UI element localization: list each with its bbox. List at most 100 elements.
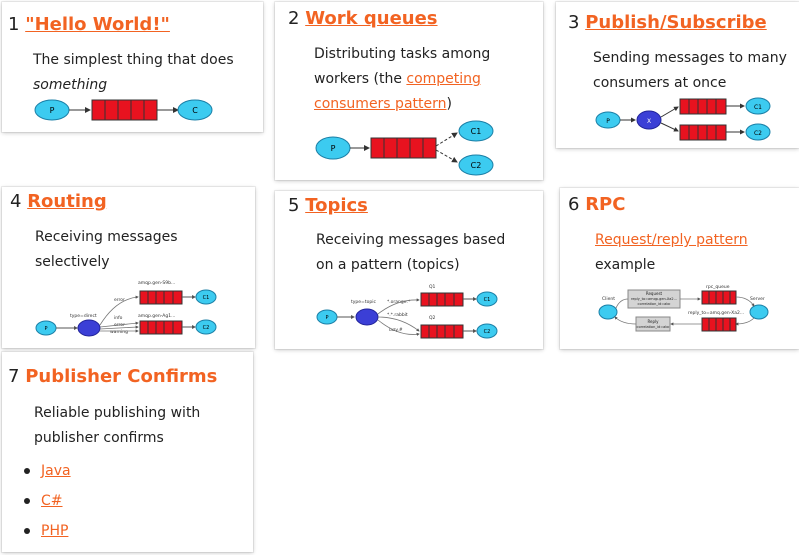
desc-line: something <box>33 77 108 93</box>
tutorial-link-hello-world[interactable]: "Hello World!" <box>25 14 170 35</box>
rpc-queue <box>701 290 737 305</box>
tutorial-link-topics[interactable]: Topics <box>305 195 368 216</box>
exchange-node <box>77 319 101 337</box>
routing-key: warning <box>110 329 128 335</box>
tutorial-description: Receiving messages based on a pattern (t… <box>316 228 538 278</box>
tutorial-card-2: 2 Work queues Distributing tasks among w… <box>275 2 543 180</box>
consumer-node-2 <box>195 319 217 335</box>
queue-name: amqp.gen-Ag1... <box>138 313 175 319</box>
producer-label: P <box>44 326 47 332</box>
desc-line: Reliable publishing with <box>34 405 201 421</box>
desc-line: Receiving messages <box>35 229 178 245</box>
tutorial-description: Reliable publishing with publisher confi… <box>34 401 244 451</box>
hello-world-diagram: P C <box>34 99 213 121</box>
card-title: 7 Publisher Confirms <box>8 366 217 388</box>
work-queues-diagram: P C1 C2 <box>315 120 494 176</box>
arrow <box>660 106 679 118</box>
request-detail: reply_to=amqp.gen-Xa2... <box>631 297 677 301</box>
consumer-label: C2 <box>471 161 482 170</box>
arrow <box>377 316 420 332</box>
competing-link[interactable]: competing <box>406 71 481 87</box>
tutorial-description: The simplest thing that does something <box>33 48 258 98</box>
rpc-diagram: Client Server rpc_queue reply_to=amq.gen… <box>598 284 769 332</box>
queue-name: Q1 <box>429 284 436 290</box>
tutorial-description: Request/reply pattern example <box>595 228 795 278</box>
tutorial-link-publish-subscribe[interactable]: Publish/Subscribe <box>585 12 767 33</box>
arrow <box>614 316 637 325</box>
tutorial-card-7: 7 Publisher Confirms Reliable publishing… <box>2 352 253 552</box>
consumer-label: C1 <box>484 297 491 303</box>
binding-key: lazy.# <box>389 327 403 333</box>
consumer-label: C2 <box>203 325 210 331</box>
arrow <box>435 132 458 147</box>
exchange-node <box>355 308 379 326</box>
card-title: 2 Work queues <box>288 8 438 30</box>
desc-line: The simplest thing that does <box>33 52 234 68</box>
list-item: C# <box>24 486 71 516</box>
tutorial-link-work-queues[interactable]: Work queues <box>305 8 438 29</box>
producer-label: P <box>325 315 328 321</box>
tutorial-number: 4 <box>10 191 22 212</box>
queue-1 <box>139 290 183 305</box>
queue <box>91 99 158 121</box>
tutorial-card-5: 5 Topics Receiving messages based on a p… <box>275 191 543 349</box>
consumer-node-1 <box>458 120 494 142</box>
card-title: 4 Routing <box>10 191 107 213</box>
consumer-label: C2 <box>484 329 491 335</box>
tutorial-link-rpc[interactable]: RPC <box>585 194 626 215</box>
tutorial-link-routing[interactable]: Routing <box>27 191 107 212</box>
list-item: PHP <box>24 516 71 546</box>
request-message: Request reply_to=amqp.gen-Xa2... correla… <box>627 289 681 309</box>
exchange-type: type=direct <box>70 313 97 319</box>
arrow <box>615 298 629 309</box>
request-reply-link[interactable]: Request/reply pattern <box>595 232 748 248</box>
tutorial-number: 5 <box>288 195 300 216</box>
arrow <box>735 317 755 326</box>
reply-message: Reply correlation_id=abc <box>635 316 671 332</box>
consumer-label: C1 <box>754 104 762 111</box>
consumer-node <box>177 99 213 121</box>
reply-queue <box>701 317 737 332</box>
tutorial-card-4: 4 Routing Receiving messages selectively… <box>2 187 255 348</box>
tutorial-description: Receiving messages selectively <box>35 225 245 275</box>
arrow <box>377 319 420 336</box>
desc-text: ) <box>446 96 452 112</box>
arrow <box>735 296 755 307</box>
list-item: Java <box>24 456 71 486</box>
tutorial-card-1: 1 "Hello World!" The simplest thing that… <box>2 2 263 132</box>
desc-line: on a pattern (topics) <box>316 257 460 273</box>
consumer-node-2 <box>745 123 771 141</box>
reply-detail: correlation_id=abc <box>637 325 670 329</box>
consumer-label: C1 <box>203 295 210 301</box>
arrow <box>99 325 139 330</box>
consumers-pattern-link[interactable]: consumers pattern <box>314 96 447 112</box>
producer-label: P <box>606 118 610 125</box>
queue <box>370 137 437 159</box>
desc-text: workers (the <box>314 71 407 87</box>
queue-name: amqp.gen-S9b... <box>138 280 175 286</box>
arrow <box>377 298 420 315</box>
consumer-node-1 <box>195 289 217 305</box>
queue-2 <box>420 324 464 339</box>
php-link[interactable]: PHP <box>41 523 69 539</box>
csharp-link[interactable]: C# <box>41 493 63 509</box>
exchange-type: type=topic <box>351 299 376 305</box>
consumer-label: C2 <box>754 130 762 137</box>
queue-1 <box>420 292 464 307</box>
exchange-node <box>636 110 662 130</box>
queue-2 <box>679 124 727 141</box>
language-links: Java C# PHP <box>24 456 71 546</box>
tutorial-link-publisher-confirms[interactable]: Publisher Confirms <box>25 366 218 387</box>
exchange-label: X <box>647 118 651 125</box>
java-link[interactable]: Java <box>41 463 71 479</box>
tutorial-number: 3 <box>568 12 580 33</box>
queue-name: Q2 <box>429 315 436 321</box>
tutorial-description: Distributing tasks among workers (the co… <box>314 42 539 117</box>
tutorial-card-3: 3 Publish/Subscribe Sending messages to … <box>556 2 799 148</box>
card-title: 1 "Hello World!" <box>8 14 170 36</box>
arrow <box>435 149 458 163</box>
routing-diagram: amqp.gen-S9b... amqp.gen-Ag1... type=dir… <box>35 280 217 337</box>
queue-name: rpc_queue <box>706 284 730 290</box>
desc-line: selectively <box>35 254 110 270</box>
publish-subscribe-diagram: P X C1 C2 <box>595 97 771 141</box>
